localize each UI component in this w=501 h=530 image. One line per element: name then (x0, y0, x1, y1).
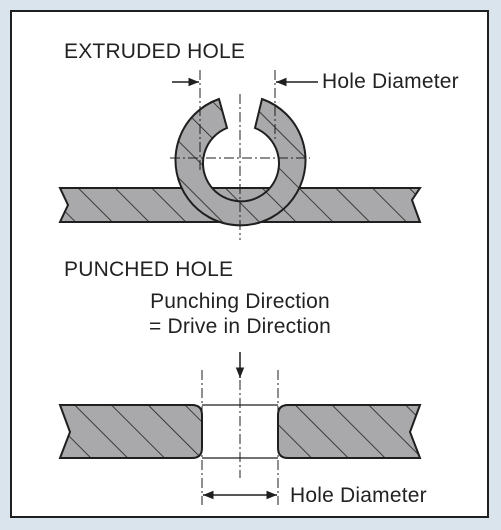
punched-left-plate (58, 404, 203, 459)
drive-in-direction-label: = Drive in Direction (149, 315, 331, 338)
punched-hole-section (58, 352, 422, 505)
punching-direction-label: Punching Direction (150, 290, 330, 313)
extruded-ring (174, 97, 307, 227)
punched-right-plate (277, 404, 422, 459)
extruded-hole-section (58, 70, 422, 240)
punched-hole-diameter-label: Hole Diameter (290, 484, 427, 507)
extruded-hole-heading: EXTRUDED HOLE (64, 40, 246, 63)
punched-hole-heading: PUNCHED HOLE (64, 258, 234, 281)
extruded-hole-diameter-label: Hole Diameter (322, 70, 459, 93)
